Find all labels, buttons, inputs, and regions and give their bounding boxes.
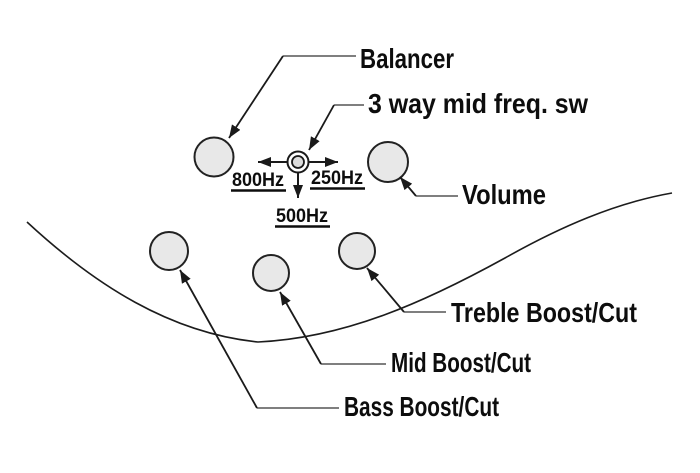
mid-label: Mid Boost/Cut: [391, 347, 531, 378]
treble-leader: [366, 267, 446, 313]
treble-knob: [338, 232, 376, 270]
volume-leader: [399, 176, 458, 197]
switch-leader-arrow: [308, 104, 335, 151]
mid-freq-switch-label: 3 way mid freq. sw: [368, 88, 588, 119]
treble-label: Treble Boost/Cut: [451, 297, 637, 328]
mid-leader: [279, 291, 386, 365]
mid-freq-switch: [258, 150, 338, 198]
freq-250hz-label: 250Hz: [311, 168, 363, 189]
balancer-label: Balancer: [360, 43, 454, 74]
volume-label: Volume: [462, 179, 546, 210]
mid-leader-arrow: [279, 291, 322, 365]
switch-inner-dot: [291, 155, 305, 169]
body-outline-curve: [26, 192, 673, 343]
treble-leader-arrow: [366, 267, 405, 313]
volume-knob: [367, 141, 409, 183]
bass-leader: [179, 269, 339, 409]
freq-500hz-label: 500Hz: [276, 206, 328, 227]
freq-800hz-label: 800Hz: [232, 170, 284, 191]
bass-label: Bass Boost/Cut: [344, 391, 499, 422]
bass-leader-arrow: [179, 269, 258, 409]
mid-freq-switch-leader: [308, 104, 364, 151]
bass-knob: [149, 231, 189, 271]
balancer-leader-arrow: [228, 55, 284, 139]
mid-knob: [252, 254, 290, 292]
volume-leader-arrow: [399, 176, 417, 197]
balancer-leader: [228, 55, 356, 139]
balancer-knob: [193, 136, 235, 178]
